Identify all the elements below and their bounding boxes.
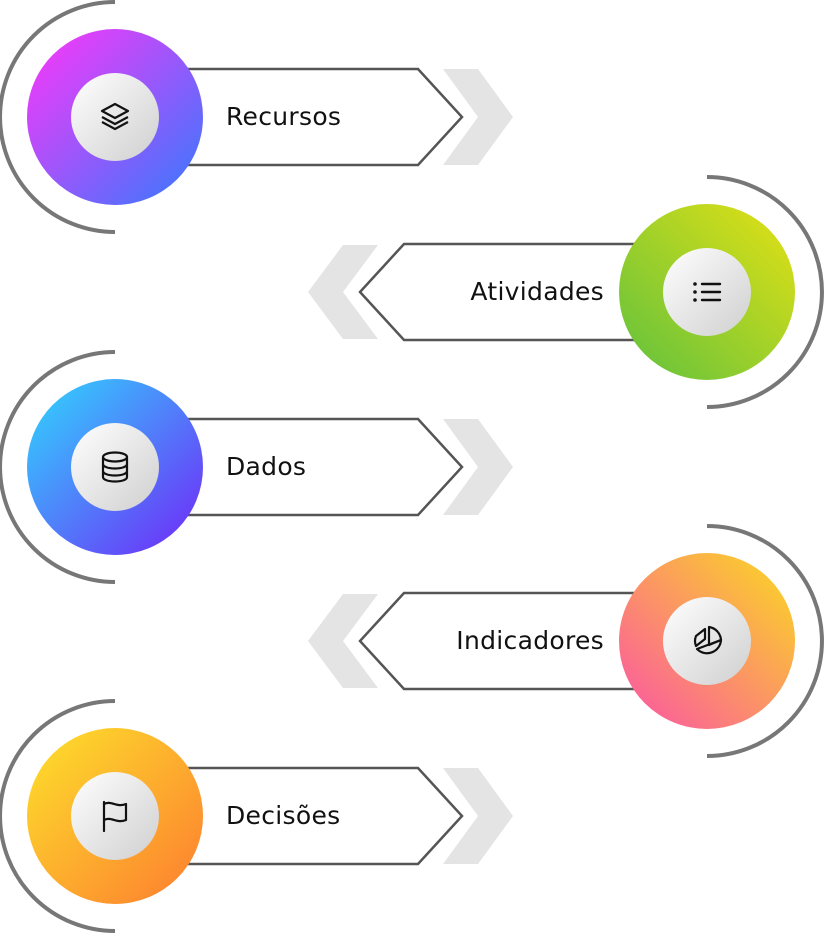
icon-disc <box>663 597 751 685</box>
outer-arc <box>0 699 116 933</box>
step-graphic <box>0 350 513 584</box>
pie-chart-icon <box>687 621 727 661</box>
layers-icon <box>95 97 135 137</box>
outer-arc <box>0 350 116 584</box>
step-indicadores: Indicadores <box>0 524 828 764</box>
step-label: Recursos <box>226 102 342 131</box>
step-recursos: Recursos <box>0 0 828 240</box>
database-icon <box>95 447 135 487</box>
step-dados: Dados <box>0 350 828 590</box>
step-label: Atividades <box>470 277 604 306</box>
step-atividades: Atividades <box>0 175 828 415</box>
icon-disc <box>71 423 159 511</box>
chevron-arrow <box>308 245 378 339</box>
step-graphic <box>0 699 513 933</box>
chevron-arrow <box>443 69 513 165</box>
step-decises: Decisões <box>0 699 828 939</box>
chevron-arrow <box>443 419 513 515</box>
list-icon <box>687 272 727 312</box>
flag-icon <box>95 796 135 836</box>
step-graphic <box>308 524 824 758</box>
outer-arc <box>706 175 824 409</box>
chevron-arrow <box>308 594 378 688</box>
chevron-arrow <box>443 768 513 864</box>
step-label: Dados <box>226 452 307 481</box>
icon-disc <box>71 772 159 860</box>
outer-arc <box>0 0 116 234</box>
step-label: Decisões <box>226 801 341 830</box>
step-label: Indicadores <box>456 626 604 655</box>
outer-arc <box>706 524 824 758</box>
